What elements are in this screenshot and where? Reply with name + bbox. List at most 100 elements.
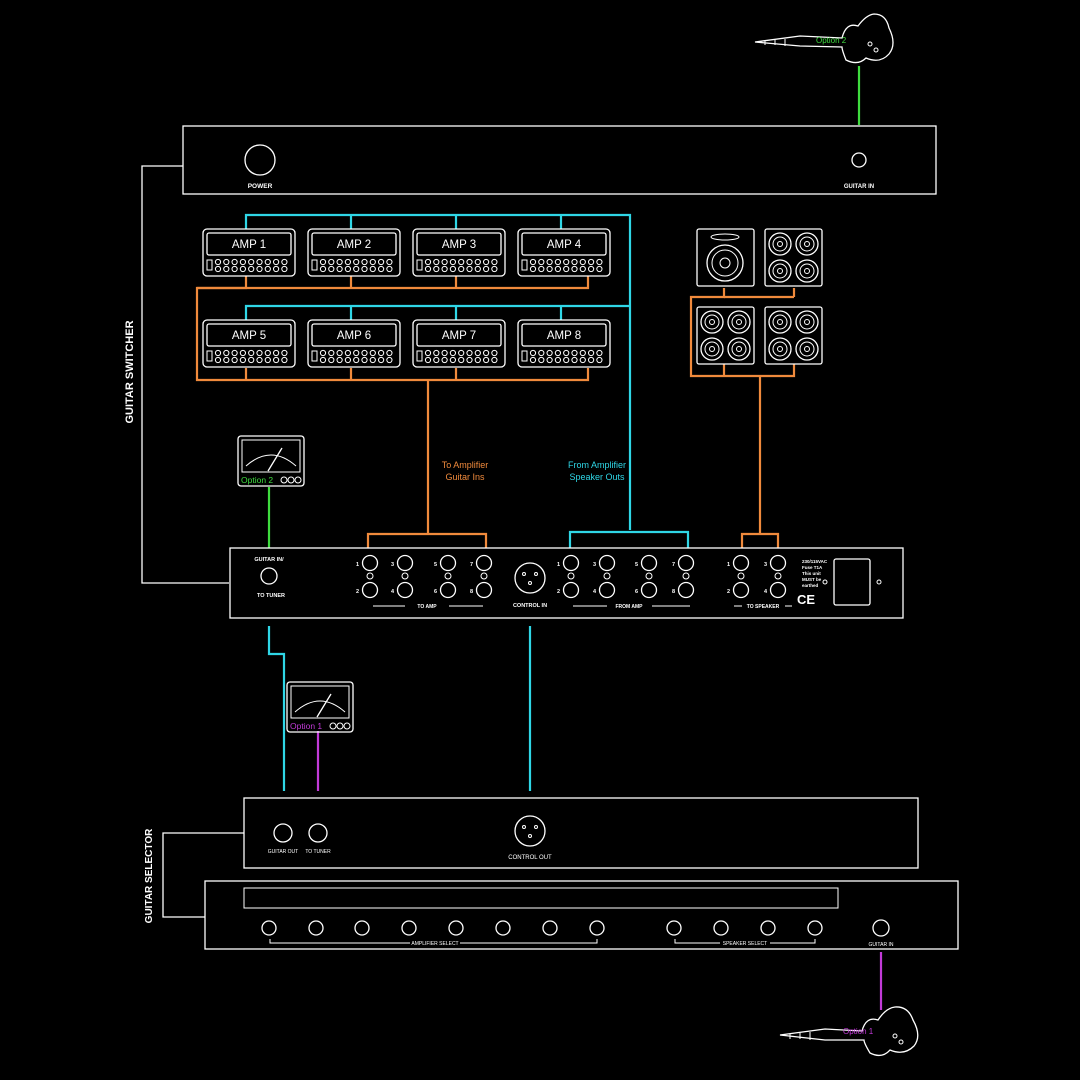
control-in-xlr[interactable] (514, 562, 546, 594)
control-out-label: CONTROL OUT (508, 855, 552, 861)
to-amp-jack-pair: 78 (470, 554, 493, 599)
to-amp-jack[interactable] (396, 581, 414, 599)
power-spec-line-2: Fuse T1A (802, 565, 823, 570)
amp-head-1: AMP 1 (202, 228, 296, 277)
cabinet-1x12 (696, 228, 755, 287)
power-spec-line-5: earthed (802, 583, 819, 588)
selector-display (243, 887, 839, 909)
rack-guitar-in-jack[interactable] (260, 567, 278, 585)
power-knob[interactable] (244, 144, 276, 176)
to-speaker-group-label: TO SPEAKER (747, 604, 780, 610)
selector-guitar-in-label: GUITAR IN (869, 942, 894, 948)
guitar-in-jack[interactable] (851, 152, 867, 168)
from-amp-jack[interactable] (598, 554, 616, 572)
from-amp-jack[interactable] (640, 554, 658, 572)
control-out-xlr[interactable] (514, 815, 546, 847)
to-amp-jack[interactable] (475, 554, 493, 572)
guitar-option-1: Option 1 (779, 1006, 919, 1057)
orange-guitar-cable-amps (195, 276, 590, 548)
power-label: POWER (248, 183, 273, 190)
amplifier-select-label: AMPLIFIER SELECT (411, 941, 458, 947)
jack-number: 6 (434, 589, 437, 595)
power-spec-line-4: MUST be (802, 577, 822, 582)
from-amp-jack-pair: 56 (635, 554, 658, 599)
to-speaker-jack[interactable] (769, 581, 787, 599)
cabinet-2x2-top (764, 228, 823, 287)
tuner-option-2: Option 2 (237, 435, 305, 487)
tuner-option-1-label: Option 1 (290, 721, 322, 731)
guitar-out-jack[interactable] (273, 823, 293, 843)
amp-select-switch-2[interactable] (308, 920, 324, 936)
amp-label: AMP 6 (337, 330, 371, 342)
to-speaker-jack[interactable] (732, 581, 750, 599)
to-tuner-jack[interactable] (308, 823, 328, 843)
amp-head-4: AMP 4 (517, 228, 611, 277)
to-speaker-jack[interactable] (769, 554, 787, 572)
guitar-selector-unit: AMPLIFIER SELECT SPEAKER SELECT GUITAR I… (204, 880, 959, 950)
jack-number: 1 (557, 562, 560, 568)
orange-speaker-cable (689, 288, 796, 548)
iec-power-socket[interactable] (833, 558, 871, 606)
guitar-switcher-unit: POWER GUITAR IN (182, 125, 937, 195)
from-amp-jack[interactable] (562, 554, 580, 572)
from-amp-jack[interactable] (562, 581, 580, 599)
amp-select-switch-6[interactable] (495, 920, 511, 936)
from-amp-jack[interactable] (677, 554, 695, 572)
speaker-select-switch-3[interactable] (760, 920, 776, 936)
to-amp-jack[interactable] (361, 581, 379, 599)
amp-select-switch-1[interactable] (261, 920, 277, 936)
switcher-bracket (141, 165, 229, 584)
rack-guitar-in-label: GUITAR IN/ (254, 557, 284, 563)
rack-switcher-unit: GUITAR IN/ TO TUNER 12345678123456781234… (229, 547, 904, 619)
jack-number: 6 (635, 589, 638, 595)
from-amp-jack[interactable] (640, 581, 658, 599)
jack-number: 1 (727, 562, 730, 568)
speaker-select-switch-4[interactable] (807, 920, 823, 936)
jack-number: 8 (672, 589, 675, 595)
amp-select-switch-7[interactable] (542, 920, 558, 936)
amp-head-2: AMP 2 (307, 228, 401, 277)
jack-number: 7 (470, 562, 473, 568)
guitar-selector-side-label: GUITAR SELECTOR (144, 828, 155, 923)
amp-label: AMP 4 (547, 239, 582, 251)
to-amp-jack[interactable] (475, 581, 493, 599)
jack-number: 4 (391, 589, 395, 595)
to-amp-jack[interactable] (439, 554, 457, 572)
to-amp-jack-pair: 12 (356, 554, 379, 599)
jack-number: 2 (356, 589, 359, 595)
from-amp-jack-pair: 34 (593, 554, 616, 599)
selector-guitar-in-jack[interactable] (872, 919, 890, 937)
cyan-guitar-out-cable (267, 626, 286, 791)
guitar-in-label: GUITAR IN (844, 184, 874, 190)
jack-number: 3 (593, 562, 596, 568)
amp-label: AMP 2 (337, 239, 371, 251)
amp-select-switch-3[interactable] (354, 920, 370, 936)
from-amp-jack[interactable] (598, 581, 616, 599)
cabinet-2x2-bottom-right (764, 306, 823, 365)
amp-select-switch-5[interactable] (448, 920, 464, 936)
amp-label: AMP 5 (232, 330, 266, 342)
to-amp-annotation-line1: To Amplifier (442, 460, 489, 470)
to-speaker-jack[interactable] (732, 554, 750, 572)
to-amp-jack[interactable] (396, 554, 414, 572)
amp-head-5: AMP 5 (202, 319, 296, 368)
to-amp-jack[interactable] (361, 554, 379, 572)
speaker-select-switch-1[interactable] (666, 920, 682, 936)
to-amp-annotation-line2: Guitar Ins (445, 472, 485, 482)
jack-number: 5 (635, 562, 638, 568)
amp-select-switch-4[interactable] (401, 920, 417, 936)
from-amp-jack-pair: 12 (557, 554, 580, 599)
jack-number: 4 (593, 589, 597, 595)
amp-label: AMP 1 (232, 239, 266, 251)
controller-to-tuner-label: TO TUNER (305, 849, 331, 855)
from-amp-jack[interactable] (677, 581, 695, 599)
amp-select-switch-8[interactable] (589, 920, 605, 936)
speaker-cabinets (696, 228, 823, 365)
jack-number: 3 (391, 562, 394, 568)
jack-number: 4 (764, 589, 768, 595)
speaker-select-switch-2[interactable] (713, 920, 729, 936)
amp-label: AMP 7 (442, 330, 476, 342)
to-amp-jack[interactable] (439, 581, 457, 599)
